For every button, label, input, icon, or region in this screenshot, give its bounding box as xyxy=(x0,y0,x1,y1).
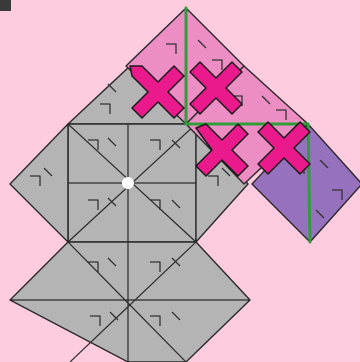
gray-tile[interactable] xyxy=(10,124,68,242)
gray-tile[interactable] xyxy=(10,242,250,362)
center-hole xyxy=(122,177,134,189)
